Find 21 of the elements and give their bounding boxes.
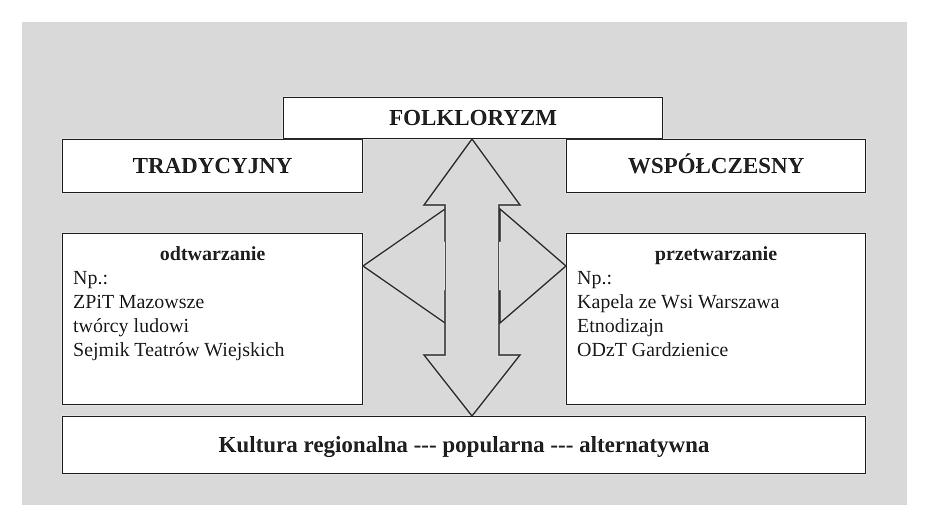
subheading-text: przetwarzanie: [654, 242, 778, 266]
spectrum-box: [62, 416, 866, 474]
example-box: [62, 233, 363, 405]
example-text: twórcy ludowi: [73, 314, 190, 338]
example-text: ODzT Gardzienice: [577, 338, 730, 362]
example-text: ZPiT Mazowsze: [73, 290, 206, 314]
heading-box: [283, 97, 663, 139]
subheading-text: odtwarzanie: [158, 242, 266, 266]
category-box: [566, 139, 866, 193]
note-text: Np.:: [577, 266, 613, 290]
heading-text: TRADYCYJNY: [132, 154, 292, 178]
example-text: Sejmik Teatrów Wiejskich: [73, 338, 286, 362]
example-text: Kapela ze Wsi Warszawa: [577, 290, 781, 314]
heading-text: WSPÓŁCZESNY: [628, 154, 804, 178]
heading-text: FOLKLORYZM: [389, 106, 557, 130]
note-text: Np.:: [73, 266, 109, 290]
heading-text: Kultura regionalna --- popularna --- alternatywna: [218, 433, 710, 457]
category-box: [62, 139, 363, 193]
example-text: Etnodizajn: [577, 314, 665, 338]
example-box: [566, 233, 866, 405]
double-arrow: [362, 207, 568, 325]
